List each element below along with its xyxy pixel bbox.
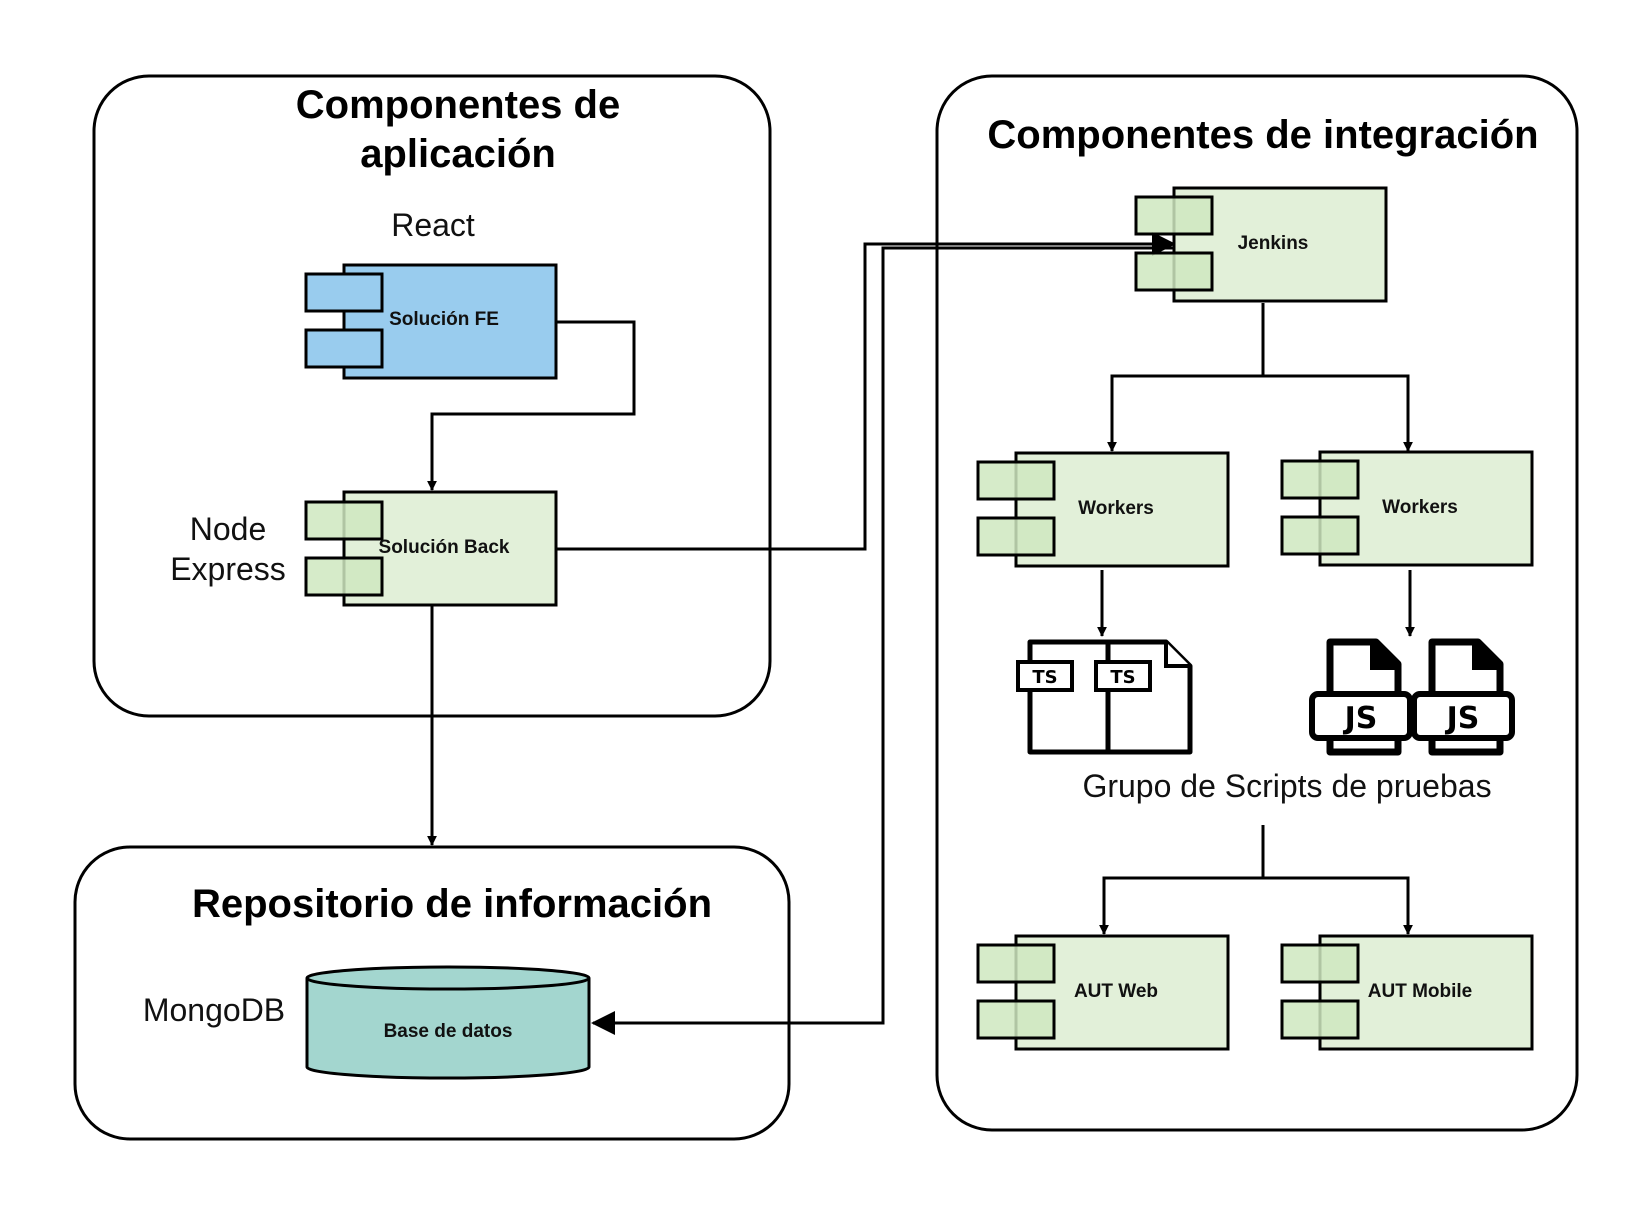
component-frontend: Solución FE bbox=[304, 263, 558, 380]
component-backend: Solución Back bbox=[304, 490, 558, 607]
component-jenkins: Jenkins bbox=[1134, 186, 1388, 303]
component-jenkins-label: Jenkins bbox=[1238, 233, 1309, 254]
component-workers-left: Workers bbox=[976, 451, 1230, 568]
js-file-icon: JS bbox=[1411, 638, 1515, 756]
group-application-title-line1: Componentes de bbox=[296, 83, 620, 127]
component-workers-left-label: Workers bbox=[1078, 498, 1154, 519]
component-frontend-tab-top bbox=[304, 272, 384, 313]
component-workers-right: Workers bbox=[1280, 450, 1534, 567]
js-badge-1: JS bbox=[1343, 701, 1378, 736]
database-top bbox=[305, 965, 591, 991]
group-repository-title: Repositorio de información bbox=[192, 882, 712, 926]
component-workers-right-tab-bottom bbox=[1280, 515, 1360, 556]
component-aut-mobile: AUT Mobile bbox=[1280, 934, 1534, 1051]
group-application-title-line2: aplicación bbox=[360, 132, 556, 176]
edge-frontend-to-backend bbox=[427, 320, 636, 491]
ts-badge-2: TS bbox=[1110, 667, 1135, 688]
edge-jenkins-to-database bbox=[591, 246, 1174, 1035]
component-workers-left-tab-bottom bbox=[976, 516, 1056, 557]
component-backend-tab-bottom bbox=[304, 556, 384, 597]
component-aut-web-label: AUT Web bbox=[1074, 981, 1158, 1002]
js-file-icon: JS bbox=[1309, 638, 1413, 756]
component-frontend-tab-bottom bbox=[304, 328, 384, 369]
component-frontend-label: Solución FE bbox=[389, 309, 499, 330]
component-backend-label: Solución Back bbox=[379, 537, 510, 558]
edge-scripts-to-aut-mobile bbox=[1263, 876, 1413, 935]
component-aut-mobile-tab-top bbox=[1280, 943, 1360, 984]
component-aut-mobile-label: AUT Mobile bbox=[1368, 981, 1473, 1002]
edge-scripts-to-aut-web bbox=[1099, 825, 1265, 935]
database-body bbox=[305, 978, 591, 1080]
component-aut-web-tab-bottom bbox=[976, 999, 1056, 1040]
ts-badge-1: TS bbox=[1032, 667, 1057, 688]
component-aut-web-tab-top bbox=[976, 943, 1056, 984]
edge-jenkins-to-workers-right bbox=[1263, 374, 1413, 452]
tech-label-react: React bbox=[391, 207, 475, 243]
tech-label-mongodb: MongoDB bbox=[143, 992, 285, 1028]
ts-file-icon: TS bbox=[1094, 639, 1193, 755]
database-label: Base de datos bbox=[384, 1021, 513, 1042]
component-workers-right-label: Workers bbox=[1382, 497, 1458, 518]
tech-label-express: Express bbox=[170, 551, 286, 587]
group-integration-title: Componentes de integración bbox=[987, 113, 1538, 157]
component-aut-web: AUT Web bbox=[976, 934, 1230, 1051]
js-badge-2: JS bbox=[1445, 701, 1480, 736]
group-integration bbox=[935, 74, 1579, 1132]
component-workers-right-tab-top bbox=[1280, 459, 1360, 500]
component-workers-left-tab-top bbox=[976, 460, 1056, 501]
database-icon: Base de datos bbox=[305, 965, 591, 1080]
tech-label-node: Node bbox=[190, 511, 267, 547]
component-jenkins-tab-bottom bbox=[1134, 251, 1214, 292]
edge-backend-to-jenkins bbox=[556, 232, 1176, 551]
scripts-caption: Grupo de Scripts de pruebas bbox=[1082, 768, 1491, 804]
edge-jenkins-to-workers-left bbox=[1107, 303, 1265, 452]
component-backend-tab-top bbox=[304, 500, 384, 541]
component-aut-mobile-tab-bottom bbox=[1280, 999, 1360, 1040]
component-jenkins-tab-top bbox=[1134, 195, 1214, 236]
